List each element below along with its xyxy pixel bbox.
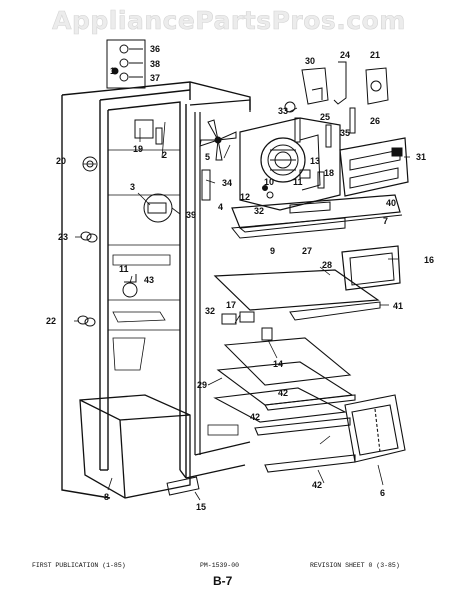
callout-38: 38	[150, 59, 160, 69]
callout-8: 8	[104, 492, 109, 502]
callout-29: 29	[197, 380, 207, 390]
callout-1: 1	[110, 66, 115, 76]
evaporator-cover	[231, 194, 403, 239]
callout-32b: 32	[205, 306, 215, 316]
crisper-drawer	[344, 394, 406, 463]
callout-10: 10	[264, 177, 274, 187]
callout-13: 13	[310, 156, 320, 166]
fan-blade	[199, 119, 237, 161]
callout-41: 41	[393, 301, 403, 311]
crisper-cover	[341, 245, 401, 291]
callout-22: 22	[46, 316, 56, 326]
callout-26: 26	[370, 116, 380, 126]
callout-37: 37	[150, 73, 160, 83]
fan-motor-assembly	[239, 117, 341, 211]
callout-40: 40	[386, 198, 396, 208]
callout-12: 12	[240, 192, 250, 202]
top-brackets	[294, 61, 389, 148]
callout-35: 35	[340, 128, 350, 138]
callout-11: 11	[293, 177, 303, 187]
callout-20: 20	[56, 156, 66, 166]
first-publication-note: FIRST PUBLICATION (1-85)	[32, 562, 126, 569]
callout-labels: 36 38 37 1 30 24 21 33 25 26 35 19 2 20 …	[46, 44, 434, 512]
fresh-food-compartment	[189, 99, 251, 456]
callout-30: 30	[305, 56, 315, 66]
watermark: AppliancePartsPros.com	[52, 6, 406, 36]
callout-32: 32	[254, 206, 264, 216]
callout-3: 3	[130, 182, 135, 192]
leader-lines	[74, 107, 410, 501]
refrigerator-cabinet	[61, 81, 251, 499]
callout-21: 21	[370, 50, 380, 60]
upper-glass-shelf	[213, 269, 381, 321]
callout-17: 17	[226, 300, 236, 310]
revision-note: REVISION SHEET 0 (3-85)	[310, 562, 400, 569]
screws-box	[106, 39, 146, 89]
callout-4: 4	[218, 202, 223, 212]
callout-34: 34	[222, 178, 232, 188]
control-housing	[339, 137, 409, 197]
callout-7: 7	[383, 216, 388, 226]
callout-15: 15	[196, 502, 206, 512]
callout-5: 5	[205, 152, 210, 162]
callout-9: 9	[270, 246, 275, 256]
callout-36: 36	[150, 44, 160, 54]
callout-42b: 42	[250, 412, 260, 422]
callout-18: 18	[324, 168, 334, 178]
lower-shelves	[213, 337, 356, 473]
callout-23: 23	[58, 232, 68, 242]
callout-2: 2	[162, 150, 167, 160]
callout-28: 28	[322, 260, 332, 270]
callout-14: 14	[273, 359, 283, 369]
callout-39: 39	[186, 210, 196, 220]
callout-27: 27	[302, 246, 312, 256]
callout-25: 25	[320, 112, 330, 122]
callout-33: 33	[278, 106, 288, 116]
callout-24: 24	[340, 50, 350, 60]
callout-6: 6	[380, 488, 385, 498]
page-number: B-7	[213, 574, 233, 588]
callout-43: 43	[144, 275, 154, 285]
freezer-basket	[79, 394, 191, 499]
callout-31: 31	[416, 152, 426, 162]
part-number: PM-1539-00	[200, 562, 240, 569]
callout-19: 19	[133, 144, 143, 154]
callout-42c: 42	[312, 480, 322, 490]
callout-16: 16	[424, 255, 434, 265]
callout-11b: 11	[119, 264, 129, 274]
callout-42a: 42	[278, 388, 288, 398]
small-parts	[77, 101, 325, 496]
